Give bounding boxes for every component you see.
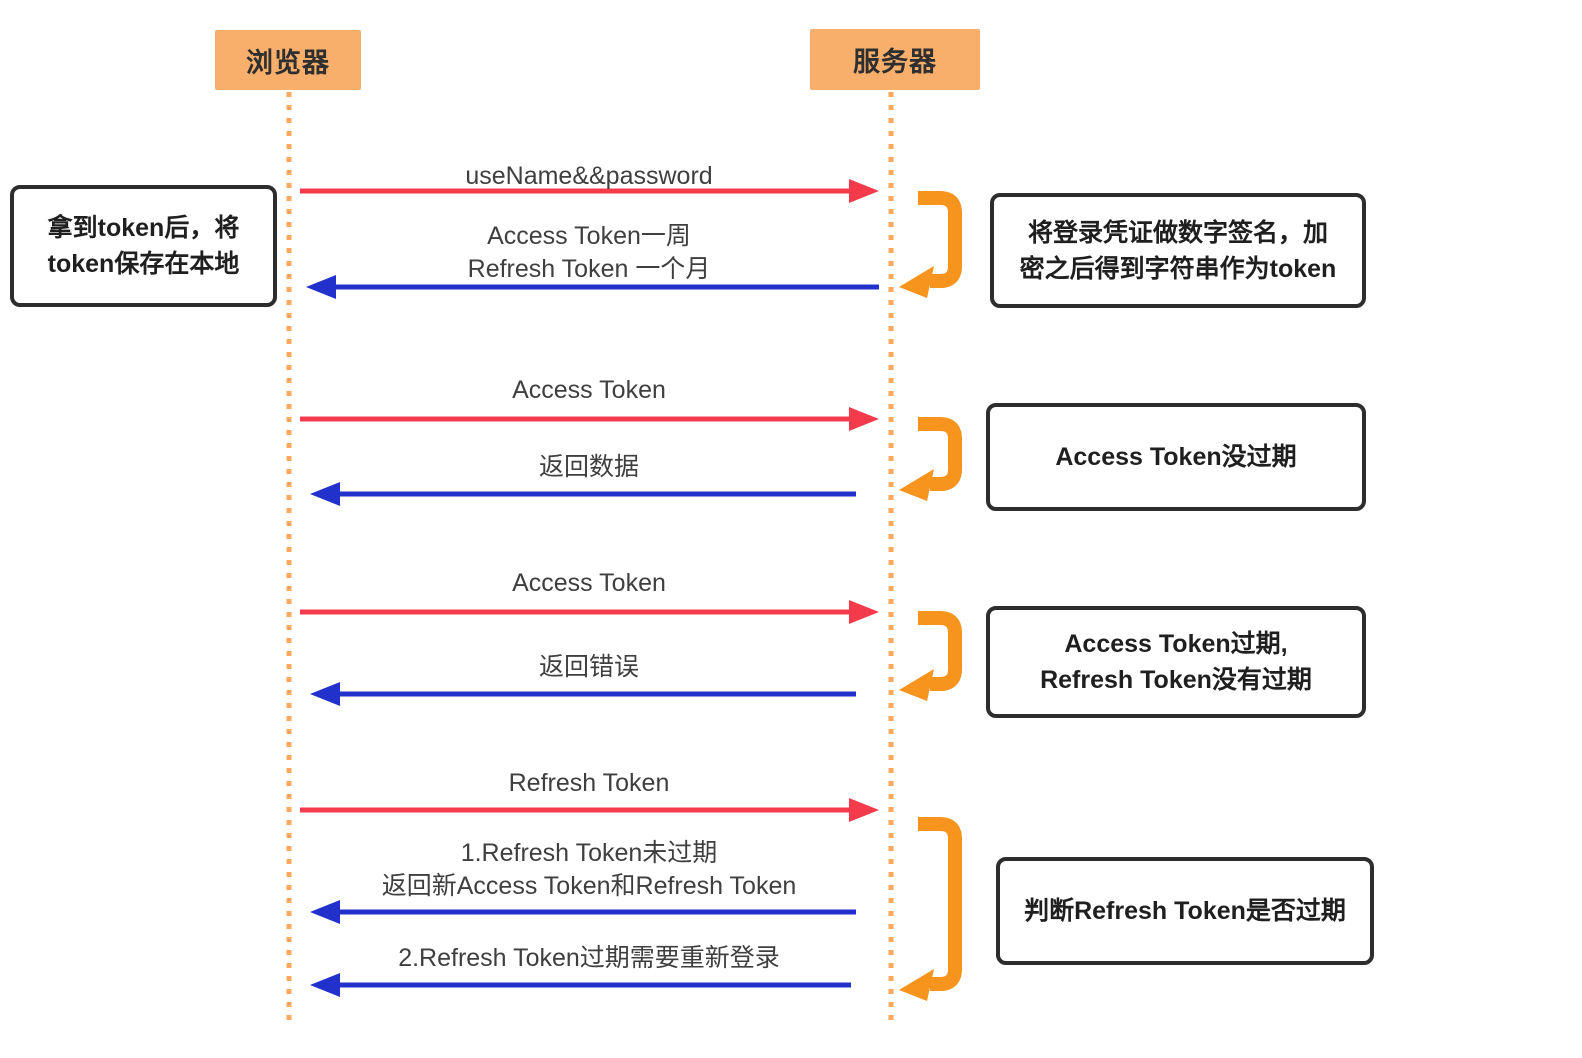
message-label-relogin: 2.Refresh Token过期需要重新登录 (398, 944, 780, 972)
self-loop-token-valid (899, 417, 962, 501)
note-check-refresh-token: 判断Refresh Token是否过期 (996, 857, 1374, 965)
note-access-token-expired: Access Token过期, Refresh Token没有过期 (986, 606, 1366, 718)
message-label-access-token-2: Access Token (512, 569, 666, 597)
arrow-request-access-token-1 (300, 407, 879, 431)
message-label-tokens: Access Token一周 Refresh Token 一个月 (467, 222, 711, 283)
arrow-request-refresh-token (300, 798, 879, 822)
self-loop-token-expired (899, 611, 962, 701)
note-access-token-valid: Access Token没过期 (986, 403, 1366, 511)
actor-server: 服务器 (810, 29, 980, 90)
arrow-response-tokens (306, 275, 879, 299)
message-label-return-data: 返回数据 (538, 453, 639, 481)
arrow-response-data (310, 482, 856, 506)
message-label-return-error: 返回错误 (538, 653, 639, 681)
actor-browser: 浏览器 (215, 30, 361, 90)
message-label-access-token-1: Access Token (512, 376, 666, 404)
arrow-response-new-tokens (310, 900, 856, 924)
arrow-request-access-token-2 (300, 600, 879, 624)
note-sign-credentials: 将登录凭证做数字签名，加 密之后得到字符串作为token (990, 193, 1366, 308)
arrow-request-username-password (300, 179, 879, 203)
message-label-refresh-token: Refresh Token (508, 769, 670, 797)
note-save-token-locally: 拿到token后，将 token保存在本地 (10, 185, 277, 307)
arrow-response-error (310, 682, 856, 706)
message-label-new-tokens: 1.Refresh Token未过期 返回新Access Token和Refre… (381, 839, 797, 900)
actor-browser-label: 浏览器 (246, 47, 330, 78)
actor-server-label: 服务器 (853, 47, 937, 77)
arrow-response-relogin (310, 973, 851, 997)
self-loop-check-refresh-token (899, 817, 962, 1001)
self-loop-sign-token (899, 191, 962, 298)
message-label-username-password: useName&&password (465, 162, 713, 190)
